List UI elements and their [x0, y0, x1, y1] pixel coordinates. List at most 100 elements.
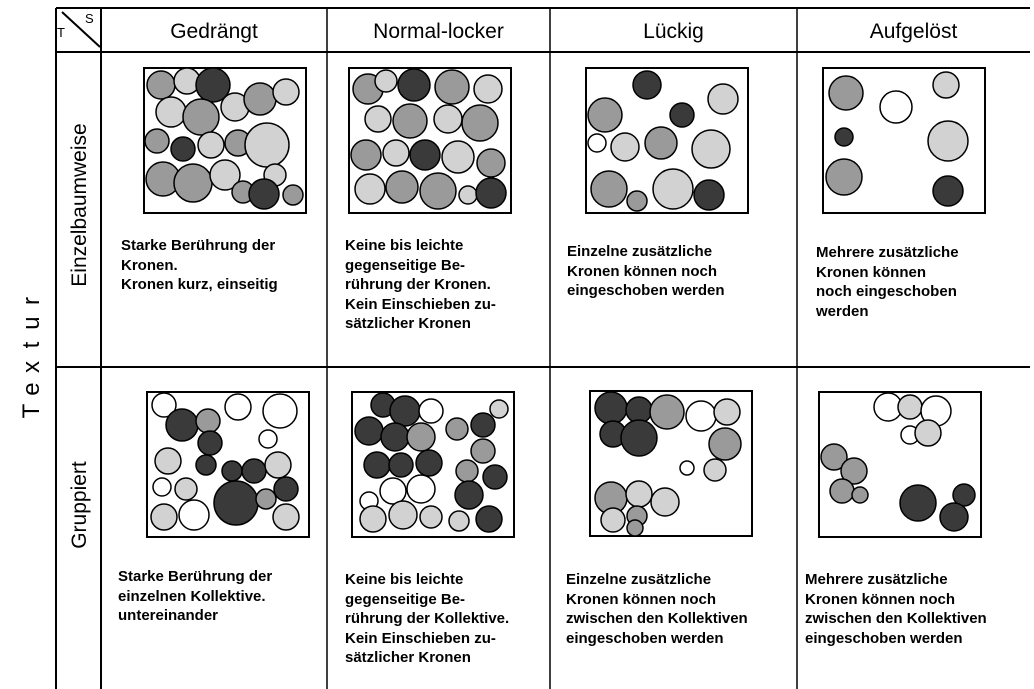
- tree-crown: [483, 465, 507, 489]
- panel-einzel-aufgeloest: [822, 67, 986, 214]
- tree-crown: [196, 455, 216, 475]
- description-gruppiert-aufgeloest: Mehrere zusätzliche Kronen können noch z…: [805, 570, 987, 648]
- tree-crown: [627, 520, 643, 536]
- tree-crown: [407, 475, 435, 503]
- tree-crown: [416, 450, 442, 476]
- tree-crown: [244, 83, 276, 115]
- tree-crown: [474, 75, 502, 103]
- tree-crown: [449, 511, 469, 531]
- description-einzel-lueckig: Einzelne zusätzliche Kronen können noch …: [567, 242, 725, 301]
- tree-crown: [588, 134, 606, 152]
- tree-crown: [462, 105, 498, 141]
- tree-crown: [249, 179, 279, 209]
- tree-crown: [591, 171, 627, 207]
- tree-crown: [198, 132, 224, 158]
- tree-crown: [420, 506, 442, 528]
- tree-crown: [364, 452, 390, 478]
- tree-crown: [175, 478, 197, 500]
- tree-crown: [471, 439, 495, 463]
- tree-crown: [880, 91, 912, 123]
- tree-crown: [633, 71, 661, 99]
- corner-label-t: T: [57, 25, 65, 40]
- tree-crown: [829, 76, 863, 110]
- tree-crown: [166, 409, 198, 441]
- tree-crown: [434, 105, 462, 133]
- tree-crown: [171, 137, 195, 161]
- row-label-einzelbaumweise: Einzelbaumweise: [65, 100, 95, 310]
- tree-crown: [940, 503, 968, 531]
- tree-crown: [490, 400, 508, 418]
- tree-crown: [410, 140, 440, 170]
- tree-crown: [477, 149, 505, 177]
- tree-crown: [456, 460, 478, 482]
- tree-crown: [155, 448, 181, 474]
- tree-crown: [626, 397, 652, 423]
- tree-crown: [900, 485, 936, 521]
- tree-crown: [626, 481, 652, 507]
- tree-crown: [179, 500, 209, 530]
- tree-crown: [274, 477, 298, 501]
- tree-crown: [442, 141, 474, 173]
- tree-crown: [156, 97, 186, 127]
- tree-crown: [653, 169, 693, 209]
- tree-crown: [383, 140, 409, 166]
- column-header-lueckig: Lückig: [550, 18, 797, 52]
- panel-gruppiert-gedraengt: [146, 391, 310, 538]
- description-einzel-aufgeloest: Mehrere zusätzliche Kronen können noch e…: [816, 243, 959, 321]
- tree-crown: [595, 392, 627, 424]
- tree-crown: [826, 159, 862, 195]
- tree-crown: [670, 103, 694, 127]
- tree-crown: [435, 70, 469, 104]
- tree-crown: [645, 127, 677, 159]
- tree-crown: [273, 504, 299, 530]
- tree-crown: [621, 420, 657, 456]
- column-header-gedraengt: Gedrängt: [101, 18, 327, 52]
- tree-crown: [389, 501, 417, 529]
- description-gruppiert-gedraengt: Starke Berührung der einzelnen Kollektiv…: [118, 567, 272, 626]
- tree-crown: [393, 104, 427, 138]
- corner-diagonal: [62, 12, 100, 47]
- tree-crown: [273, 79, 299, 105]
- tree-crown: [915, 420, 941, 446]
- tree-crown: [611, 133, 639, 161]
- tree-crown: [704, 459, 726, 481]
- tree-crown: [446, 418, 468, 440]
- tree-crown: [692, 130, 730, 168]
- tree-crown: [627, 191, 647, 211]
- tree-crown: [407, 423, 435, 451]
- tree-crown: [386, 171, 418, 203]
- tree-crown: [933, 72, 959, 98]
- tree-crown: [455, 481, 483, 509]
- tree-crown: [714, 399, 740, 425]
- tree-crown: [898, 395, 922, 419]
- tree-crown: [283, 185, 303, 205]
- tree-crown: [225, 394, 251, 420]
- tree-crown: [476, 506, 502, 532]
- tree-crown: [351, 140, 381, 170]
- tree-crown: [709, 428, 741, 460]
- tree-crown: [245, 123, 289, 167]
- tree-crown: [380, 478, 406, 504]
- tree-crown: [381, 423, 409, 451]
- tree-crown: [830, 479, 854, 503]
- tree-crown: [263, 394, 297, 428]
- tree-crown: [198, 431, 222, 455]
- tree-crown: [390, 396, 420, 426]
- tree-crown: [259, 430, 277, 448]
- panel-einzel-gedraengt: [143, 67, 307, 214]
- tree-crown: [398, 69, 430, 101]
- tree-crown: [420, 173, 456, 209]
- panel-einzel-normal-locker: [348, 67, 512, 214]
- panel-gruppiert-normal-locker: [351, 391, 515, 538]
- tree-crown: [222, 461, 242, 481]
- panel-einzel-lueckig: [585, 67, 749, 214]
- tree-crown: [933, 176, 963, 206]
- tree-crown: [459, 186, 477, 204]
- tree-crown: [265, 452, 291, 478]
- corner-label-s: S: [85, 11, 94, 26]
- tree-crown: [242, 459, 266, 483]
- tree-crown: [153, 478, 171, 496]
- panel-gruppiert-lueckig: [589, 390, 753, 537]
- tree-crown: [355, 417, 383, 445]
